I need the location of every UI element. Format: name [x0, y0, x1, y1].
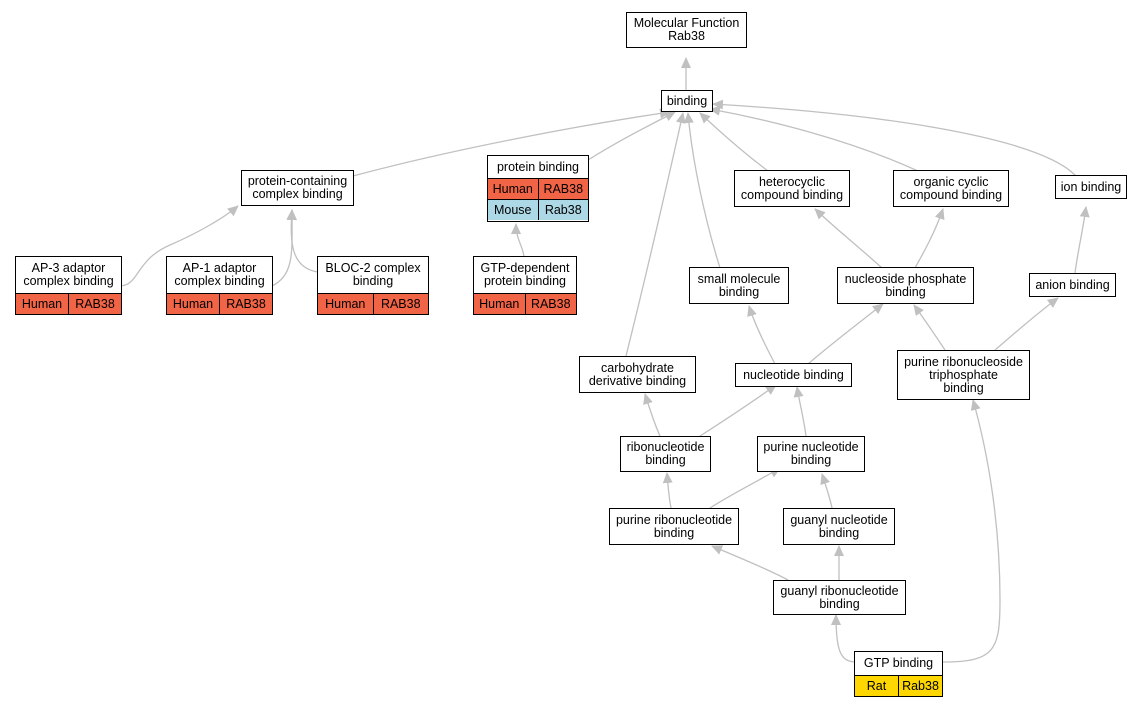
species-cell: Human: [21, 297, 63, 311]
annotation-row-human: Human RAB38: [318, 294, 428, 314]
edge-hetero-binding: [699, 112, 769, 172]
edge-purnuc-nucleotide: [793, 386, 807, 437]
edge-gtp-gribo: [831, 614, 857, 663]
edge-bloc2-pcb: [286, 209, 319, 273]
annotation-row-human: Human RAB38: [16, 294, 121, 314]
edge-organic-binding: [709, 105, 919, 172]
node-gtp-binding[interactable]: GTP binding Rat Rab38: [854, 651, 943, 697]
node-title: BLOC-2 complex binding: [318, 257, 428, 294]
edge-carb-binding: [625, 112, 686, 357]
edge-smallmol-binding: [683, 112, 721, 269]
edge-gribo-purribo: [711, 545, 789, 581]
node-anion-binding[interactable]: anion binding: [1029, 273, 1116, 297]
node-ion-binding[interactable]: ion binding: [1055, 175, 1127, 199]
node-guanyl-ribonucleotide-binding[interactable]: guanyl ribonucleotide binding: [773, 580, 906, 615]
annotation-row-human: Human RAB38: [474, 294, 576, 314]
node-nucleotide-binding[interactable]: nucleotide binding: [735, 363, 852, 387]
node-molecular-function-root[interactable]: Molecular Function Rab38: [626, 12, 747, 48]
edge-gtpdep-protein: [511, 223, 525, 259]
gene-cell: Rab38: [537, 200, 589, 220]
node-protein-containing-complex-binding[interactable]: protein-containing complex binding: [241, 170, 354, 206]
node-ap1-adaptor-complex-binding[interactable]: AP-1 adaptor complex binding Human RAB38: [166, 256, 273, 315]
node-title: GTP-dependent protein binding: [474, 257, 576, 294]
edge-gtp-prtp: [942, 399, 1001, 663]
node-purine-ribonucleotide-binding[interactable]: purine ribonucleotide binding: [609, 508, 739, 545]
node-binding[interactable]: binding: [661, 90, 713, 112]
edge-ap1-pcb: [271, 209, 298, 287]
gene-cell: RAB38: [372, 294, 429, 314]
annotation-row-human: Human RAB38: [488, 179, 588, 199]
node-title: GTP binding: [855, 652, 942, 676]
edge-nps-hetero: [814, 208, 883, 269]
node-gtp-dependent-protein-binding[interactable]: GTP-dependent protein binding Human RAB3…: [473, 256, 577, 315]
node-guanyl-nucleotide-binding[interactable]: guanyl nucleotide binding: [783, 508, 895, 545]
edge-purribo-ribo: [662, 472, 673, 509]
edge-nucleotide-smallmol: [747, 305, 776, 365]
edge-prtp-anion: [994, 297, 1059, 351]
edge-guanyl-purnuc: [820, 473, 833, 509]
edge-ribo-carb: [643, 393, 661, 437]
node-carbohydrate-derivative-binding[interactable]: carbohydrate derivative binding: [579, 356, 696, 393]
edge-nucleotide-nps: [807, 303, 884, 365]
edge-purribo-purnuc: [709, 467, 781, 509]
gene-cell: RAB38: [219, 294, 272, 314]
node-ap3-adaptor-complex-binding[interactable]: AP-3 adaptor complex binding Human RAB38: [15, 256, 122, 315]
edge-prtp-nps: [913, 304, 946, 351]
node-title: AP-3 adaptor complex binding: [16, 257, 121, 294]
node-purine-nucleotide-binding[interactable]: purine nucleotide binding: [757, 436, 865, 472]
edge-ion-binding: [712, 99, 1076, 176]
species-cell: Human: [172, 297, 214, 311]
species-cell: Mouse: [493, 203, 532, 217]
node-small-molecule-binding[interactable]: small molecule binding: [689, 267, 789, 304]
edge-pcb-binding: [352, 108, 671, 177]
node-ribonucleotide-binding[interactable]: ribonucleotide binding: [620, 436, 711, 472]
annotation-row-mouse: Mouse Rab38: [488, 199, 588, 220]
edge-protein-binding: [587, 111, 676, 161]
node-protein-binding[interactable]: protein binding Human RAB38 Mouse Rab38: [487, 155, 589, 222]
edge-anion-ion: [1074, 206, 1090, 274]
node-nucleoside-phosphate-binding[interactable]: nucleoside phosphate binding: [837, 267, 974, 304]
species-cell: Human: [492, 182, 533, 196]
edge-ap3-pcb: [119, 205, 239, 287]
node-heterocyclic-compound-binding[interactable]: heterocyclic compound binding: [734, 170, 850, 207]
species-cell: Human: [325, 297, 366, 311]
gene-cell: Rab38: [898, 676, 942, 696]
node-title: AP-1 adaptor complex binding: [167, 257, 272, 294]
node-purine-ribonucleoside-triphosphate-binding[interactable]: purine ribonucleoside triphosphate bindi…: [897, 350, 1030, 400]
annotation-row-rat: Rat Rab38: [855, 676, 942, 696]
gene-cell: RAB38: [537, 179, 589, 199]
node-organic-cyclic-compound-binding[interactable]: organic cyclic compound binding: [893, 170, 1009, 207]
gene-cell: RAB38: [68, 294, 121, 314]
gene-cell: RAB38: [524, 294, 577, 314]
edge-nps-organic: [914, 208, 945, 269]
edge-ribo-nucleotide: [699, 384, 777, 437]
annotation-row-human: Human RAB38: [167, 294, 272, 314]
species-cell: Human: [479, 297, 520, 311]
node-title: protein binding: [488, 156, 588, 179]
species-cell: Rat: [866, 679, 887, 693]
node-bloc2-complex-binding[interactable]: BLOC-2 complex binding Human RAB38: [317, 256, 429, 315]
